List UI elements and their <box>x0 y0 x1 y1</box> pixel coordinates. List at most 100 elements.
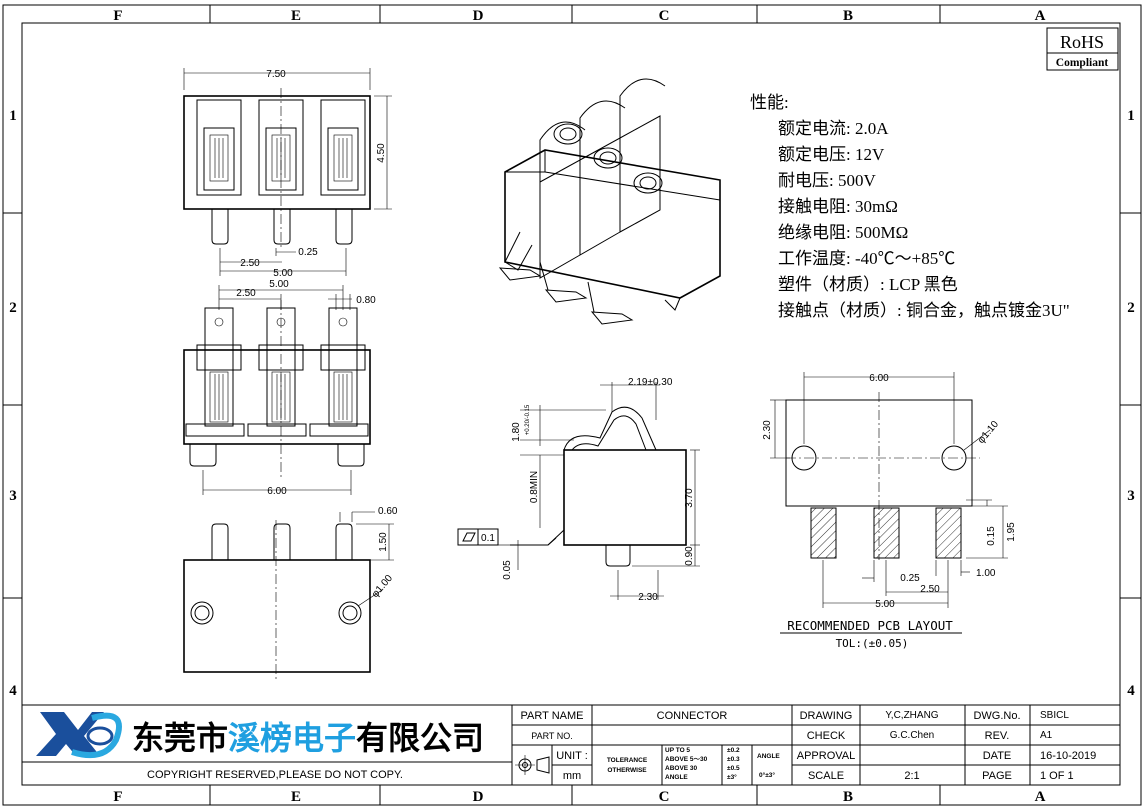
dim-side-body-h: 3.70 <box>684 488 695 508</box>
dim-gap: 0.25 <box>298 247 318 258</box>
drawing-value: Y,C,ZHANG <box>885 710 938 721</box>
dim-front-span: 5.00 <box>269 279 289 290</box>
col-label: D <box>473 8 484 24</box>
date-label: DATE <box>983 750 1012 762</box>
part-name-value: CONNECTOR <box>657 710 728 722</box>
row-label: 2 <box>9 300 17 316</box>
rohs-badge: RoHS Compliant <box>1046 27 1119 71</box>
side-view: 0.1 2.19±0.30 1.80 +0.20/-0.15 0.8MIN 3.… <box>457 377 700 603</box>
col-label: B <box>843 789 853 805</box>
rev-label: REV. <box>985 730 1010 742</box>
tol-range: ABOVE 30 <box>665 765 698 772</box>
col-label: E <box>291 8 301 24</box>
tolerance-label: TOLERANCE <box>607 757 648 764</box>
company-name-c: 有限公司 <box>356 719 484 757</box>
tol-range: UP TO 5 <box>665 747 690 754</box>
pcb-pad <box>935 507 962 559</box>
dim-pitch: 2.50 <box>240 258 260 269</box>
spec-item: 工作温度: -40℃～+85℃ <box>778 249 955 268</box>
pcb-pad <box>873 507 900 559</box>
drawing-label: DRAWING <box>800 710 853 722</box>
col-label: A <box>1035 8 1046 24</box>
check-label: CHECK <box>807 730 846 742</box>
col-label: D <box>473 789 484 805</box>
row-label: 3 <box>1127 488 1135 504</box>
approval-label: APPROVAL <box>797 750 856 762</box>
dim-pcb-hole-d: φ1.10 <box>976 419 1001 446</box>
tol-range: ANGLE <box>665 774 688 781</box>
dim-pcb-hole-y: 2.30 <box>762 420 773 440</box>
dim-pcb-pad-gap: 0.25 <box>900 573 920 584</box>
company-name: 东莞市溪榜电子有限公司 <box>132 719 484 757</box>
spec-item: 绝缘电阻: 500MΩ <box>778 223 908 242</box>
dim-side-tol: +0.20/-0.15 <box>525 404 531 435</box>
rohs-subtitle: Compliant <box>1056 57 1109 69</box>
unit-label: UNIT : <box>556 750 588 762</box>
front-view: 5.00 2.50 0.80 6.00 <box>183 279 376 497</box>
dim-side-min: 0.8MIN <box>529 471 540 503</box>
angle-value: 0°±3° <box>759 771 775 779</box>
pcb-layout-title: RECOMMENDED PCB LAYOUT <box>787 618 953 633</box>
company-name-b: 溪榜电子 <box>228 719 356 757</box>
specs-heading: 性能: <box>750 93 789 112</box>
col-label: B <box>843 8 853 24</box>
dim-bottom-hole: φ1.00 <box>370 573 395 600</box>
dwg-value: SBICL <box>1040 710 1069 721</box>
unit-value: mm <box>563 770 581 782</box>
page-value: 1 OF 1 <box>1040 770 1074 782</box>
spec-item: 额定电压: 12V <box>778 145 885 164</box>
iso-view <box>498 78 721 325</box>
tol-value: ±0.3 <box>727 756 740 763</box>
check-value: G.C.Chen <box>890 730 934 741</box>
scale-value: 2:1 <box>904 770 919 782</box>
dim-front-pitch: 2.50 <box>236 288 256 299</box>
company-name-a: 东莞市 <box>132 719 228 757</box>
zone-dividers <box>3 5 1141 805</box>
spec-item: 塑件（材质）: LCP 黑色 <box>778 275 958 294</box>
dim-front-pin: 0.80 <box>356 295 376 306</box>
tol-value: ±0.5 <box>727 765 740 772</box>
spec-item: 额定电流: 2.0A <box>778 119 889 138</box>
dwg-label: DWG.No. <box>973 710 1020 722</box>
dim-side-post-w: 2.30 <box>638 592 658 603</box>
spec-item: 接触点（材质）: 铜合金，触点镀金3U" <box>778 301 1070 320</box>
title-block: 东莞市溪榜电子有限公司 COPYRIGHT RESERVED,PLEASE DO… <box>21 704 1121 786</box>
col-label: E <box>291 789 301 805</box>
flatness-value: 0.1 <box>481 533 495 544</box>
company-logo-icon <box>36 712 122 758</box>
bottom-view: 0.60 1.50 φ1.00 <box>183 506 398 680</box>
spec-item: 耐电压: 500V <box>778 171 876 190</box>
dim-top-width: 7.50 <box>266 69 286 80</box>
dim-pcb-pad-h: 1.95 <box>1006 522 1017 542</box>
zone-labels: F E D C B A F E D C B A 1 2 3 4 1 2 3 4 <box>9 8 1135 805</box>
inner-frame <box>21 22 1121 786</box>
dim-pcb-pad-w: 1.00 <box>976 568 996 579</box>
dim-pcb-pad-off: 0.15 <box>986 526 997 546</box>
tol-value: ±3° <box>727 773 737 781</box>
dim-side-height: 1.80 <box>511 422 522 442</box>
row-label: 4 <box>9 683 17 699</box>
scale-label: SCALE <box>808 770 844 782</box>
row-label: 1 <box>1127 108 1135 124</box>
otherwise-label: OTHERWISE <box>607 767 647 774</box>
dim-top-height: 4.50 <box>376 143 387 163</box>
dim-bottom-pin-h: 1.50 <box>378 532 389 552</box>
row-label: 4 <box>1127 683 1135 699</box>
pcb-pad <box>810 507 837 559</box>
dim-bottom-pin-w: 0.60 <box>378 506 398 517</box>
specs-block: 性能: 额定电流: 2.0A 额定电压: 12V 耐电压: 500V 接触电阻:… <box>750 93 1070 320</box>
dim-pin-span: 5.00 <box>273 268 293 279</box>
part-no-label: PART NO. <box>531 731 573 741</box>
angle-label: ANGLE <box>757 753 780 760</box>
dim-pcb-span: 5.00 <box>875 599 895 610</box>
date-value: 16-10-2019 <box>1040 750 1096 762</box>
row-label: 3 <box>9 488 17 504</box>
dim-pcb-width: 6.00 <box>869 373 889 384</box>
copyright-text: COPYRIGHT RESERVED,PLEASE DO NOT COPY. <box>147 769 403 781</box>
tol-value: ±0.2 <box>727 747 740 754</box>
pcb-tolerance: TOL:(±0.05) <box>836 637 909 650</box>
pcb-layout: 6.00 2.30 φ1.10 1.95 0.15 0.25 2.50 1.00… <box>762 372 1017 650</box>
top-view: 7.50 4.50 2.50 0.25 5.00 <box>183 68 392 279</box>
dim-pcb-pad-pitch: 2.50 <box>920 584 940 595</box>
